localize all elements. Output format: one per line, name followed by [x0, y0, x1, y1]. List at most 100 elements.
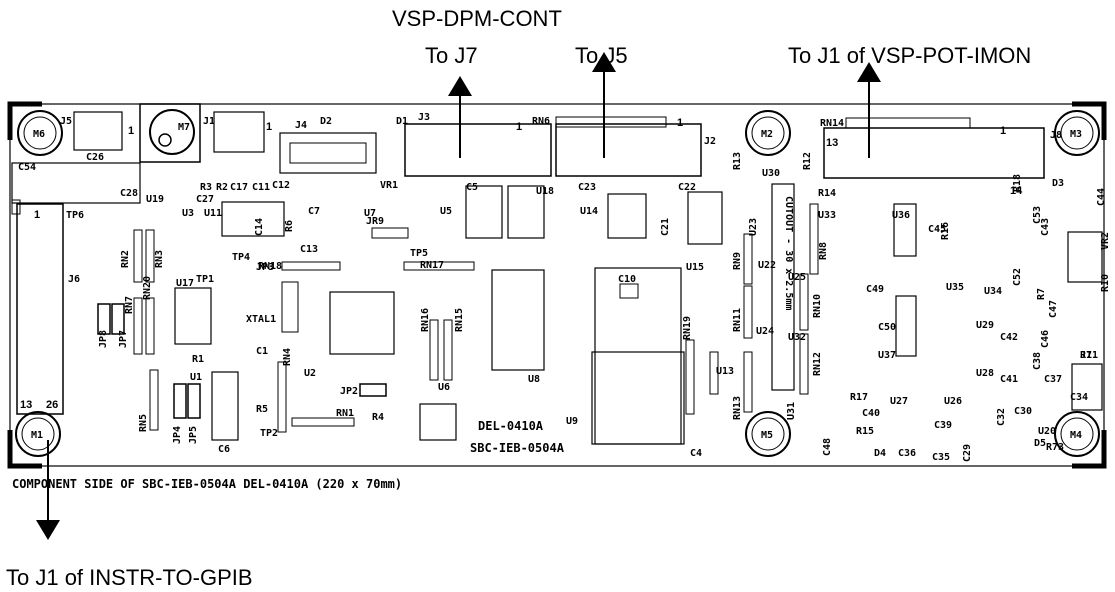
component-label-tp1: TP1 — [196, 274, 214, 285]
component-label-c22: C22 — [678, 182, 696, 193]
connector-j3: J3 1 — [404, 112, 552, 177]
rn13-body — [743, 351, 753, 413]
component-label-u24: U24 — [756, 326, 774, 337]
component-label-r16: R16 — [940, 222, 951, 240]
rn12-body — [799, 333, 809, 395]
svg-text:M4: M4 — [1070, 430, 1082, 441]
component-label-jr9: JR9 — [366, 216, 384, 227]
jp7-body — [111, 303, 125, 335]
rn17-body — [403, 261, 475, 271]
component-label-jp4: JP4 — [172, 426, 183, 444]
component-label-u3: U3 — [182, 208, 194, 219]
component-c54-body — [11, 162, 141, 204]
component-label-rn19: RN19 — [682, 316, 693, 340]
rn19-body — [685, 339, 695, 415]
mounting-hole-m7: M7 — [139, 103, 201, 163]
component-label-rn16: RN16 — [420, 308, 431, 332]
connector-j1: J1 1 — [203, 111, 272, 153]
component-label-c34: C34 — [1070, 392, 1088, 403]
mounting-hole-m1: M1 — [15, 411, 61, 457]
component-label-rn15: RN15 — [454, 308, 465, 332]
ic-vr2 — [1067, 231, 1103, 283]
component-label-c37: C37 — [1044, 374, 1062, 385]
component-label-xtal1: XTAL1 — [246, 314, 276, 325]
component-label-u8: U8 — [528, 374, 540, 385]
jp2-body — [359, 383, 387, 397]
svg-text:M1: M1 — [31, 430, 43, 441]
svg-text:M7: M7 — [178, 122, 190, 133]
connector-j7: J7 — [1071, 350, 1103, 411]
component-label-u11: U11 — [204, 208, 222, 219]
component-label-c46: C46 — [1040, 330, 1051, 348]
connector-j8: J8 13 14 1 — [823, 117, 1062, 197]
jp8-body — [97, 303, 111, 335]
component-label-r3: R3 — [200, 182, 212, 193]
component-label-tp2: TP2 — [260, 428, 278, 439]
component-label-r11: R11 — [1080, 350, 1098, 361]
component-label-rn9: RN9 — [732, 252, 743, 270]
svg-text:14: 14 — [1010, 185, 1023, 197]
component-label-r5: R5 — [256, 404, 268, 415]
component-label-rn8: RN8 — [818, 242, 829, 260]
component-label-r14: R14 — [818, 188, 836, 199]
svg-text:1: 1 — [266, 121, 272, 133]
ic-u5 — [465, 185, 503, 239]
svg-text:M6: M6 — [33, 129, 45, 140]
component-label-c29: C29 — [962, 444, 973, 462]
ic-u11 — [221, 201, 285, 237]
component-label-c44: C44 — [1096, 188, 1107, 206]
component-label-c13: C13 — [300, 244, 318, 255]
component-label-c50: C50 — [878, 322, 896, 333]
component-label-u5: U5 — [440, 206, 452, 217]
ic-u14 — [607, 193, 647, 239]
component-label-r6: R6 — [284, 220, 295, 232]
component-label-rn17: RN17 — [420, 260, 444, 271]
ic-u37 — [895, 295, 917, 357]
component-label-u15: U15 — [686, 262, 704, 273]
component-label-rn14: RN14 — [820, 118, 844, 129]
component-label-u35: U35 — [946, 282, 964, 293]
ic-u2 — [329, 291, 395, 355]
component-label-d2: D2 — [320, 116, 332, 127]
component-label-c27: C27 — [196, 194, 214, 205]
rn16-body — [429, 319, 439, 381]
board-label-del: DEL-0410A — [478, 419, 544, 433]
component-label-rn18: RN18 — [258, 261, 282, 272]
component-label-tp6: TP6 — [66, 210, 84, 221]
cutout-label: CUTOUT - 30 x 2.5mm — [783, 196, 794, 310]
svg-text:J5: J5 — [60, 116, 72, 127]
connector-j4: J4 — [279, 120, 377, 174]
component-label-d4: D4 — [874, 448, 886, 459]
jp5-body — [187, 383, 201, 419]
svg-text:J7: J7 — [1080, 350, 1092, 361]
component-label-u25: U25 — [788, 272, 806, 283]
component-label-c28: C28 — [120, 188, 138, 199]
board-outline — [9, 103, 1105, 467]
component-label-c30: C30 — [1014, 406, 1032, 417]
component-label-c38: C38 — [1032, 352, 1043, 370]
ic-u17 — [174, 287, 212, 345]
component-label-c11: C11 — [252, 182, 270, 193]
component-label-u19: U19 — [146, 194, 164, 205]
component-label-u34: U34 — [984, 286, 1002, 297]
rn5-body — [149, 369, 159, 431]
component-label-u26: U26 — [944, 396, 962, 407]
c10-body — [619, 283, 639, 299]
component-label-r10: R10 — [1100, 274, 1111, 292]
xtal1-body — [281, 281, 299, 333]
rn2-body — [133, 229, 143, 283]
annotation-to-j1-pot: To J1 of VSP-POT-IMON — [788, 43, 1031, 68]
component-label-c43: C43 — [1040, 218, 1051, 236]
component-label-u6: U6 — [438, 382, 450, 393]
component-label-c17: C17 — [230, 182, 248, 193]
component-label-c54: C54 — [18, 162, 36, 173]
component-label-c52: C52 — [1012, 268, 1023, 286]
component-label-d5: D5 — [1034, 438, 1046, 449]
component-label-u1: U1 — [190, 372, 202, 383]
component-label-c10: C10 — [618, 274, 636, 285]
rn9-body — [743, 233, 753, 285]
svg-text:J8: J8 — [1050, 130, 1062, 141]
component-label-c32: C32 — [996, 408, 1007, 426]
